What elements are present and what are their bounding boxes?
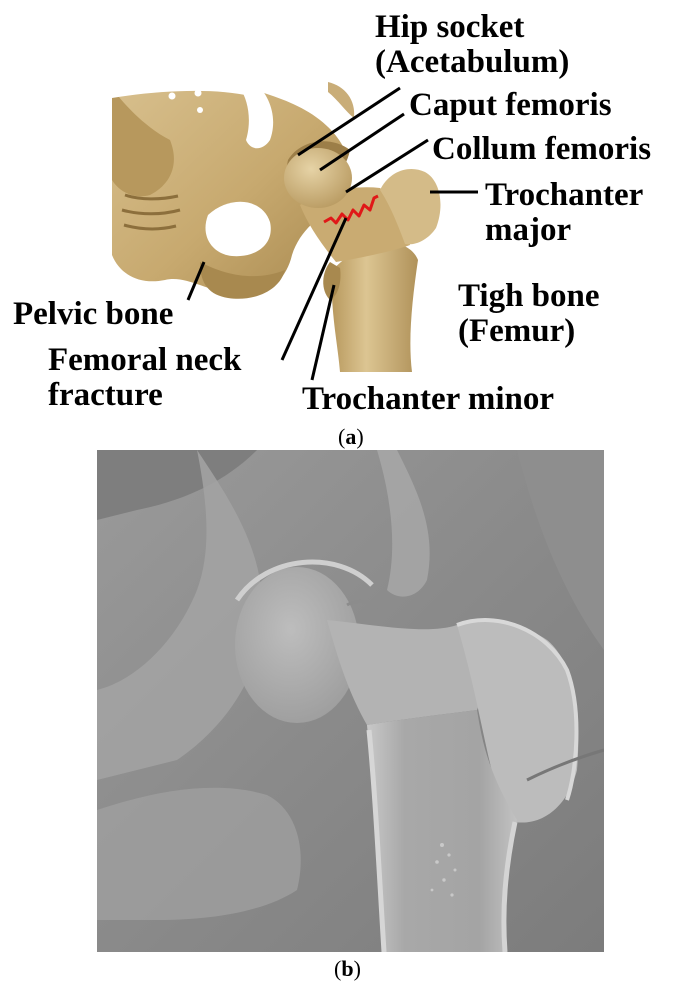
label-hip-socket-line1: Hip socket	[375, 10, 569, 45]
label-femoral-neck-fracture-line1: Femoral neck	[48, 343, 241, 378]
caption-b-letter: b	[341, 956, 353, 981]
label-femoral-neck-fracture-line2: fracture	[48, 378, 241, 413]
label-tigh-bone: Tigh bone (Femur)	[458, 279, 600, 349]
label-pelvic-bone: Pelvic bone	[13, 297, 173, 332]
caption-a: (a)	[338, 425, 364, 449]
label-caput-femoris: Caput femoris	[409, 88, 612, 123]
label-trochanter-major-line2: major	[485, 213, 643, 248]
hip-xray-image	[97, 450, 604, 952]
label-tigh-bone-line2: (Femur)	[458, 314, 600, 349]
leader-trochanter-minor	[312, 285, 334, 380]
caption-a-letter: a	[345, 424, 356, 449]
label-trochanter-major-line1: Trochanter	[485, 178, 643, 213]
label-hip-socket-line2: (Acetabulum)	[375, 45, 569, 80]
label-collum-femoris: Collum femoris	[432, 132, 651, 167]
label-hip-socket: Hip socket (Acetabulum)	[375, 10, 569, 80]
caption-b: (b)	[334, 957, 361, 981]
label-trochanter-major: Trochanter major	[485, 178, 643, 248]
label-tigh-bone-line1: Tigh bone	[458, 279, 600, 314]
label-femoral-neck-fracture: Femoral neck fracture	[48, 343, 241, 413]
label-trochanter-minor: Trochanter minor	[302, 382, 554, 417]
